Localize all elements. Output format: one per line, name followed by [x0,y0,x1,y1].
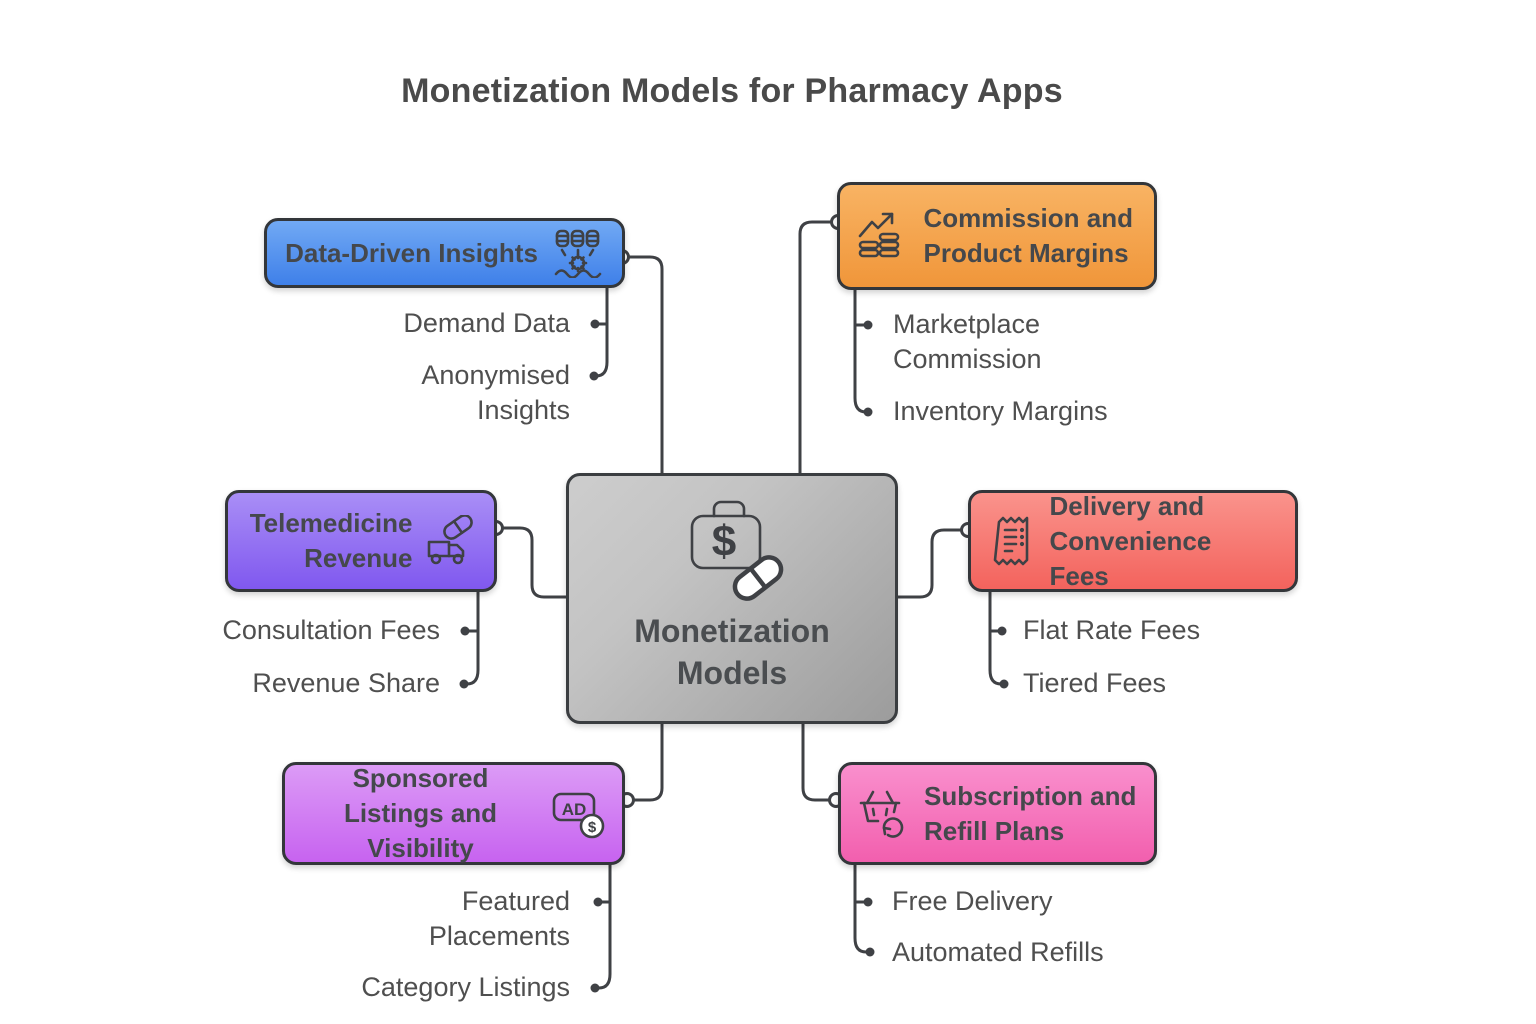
branch-node-sponsored-listings-visibility: Sponsored Listings and Visibility AD $ [282,762,625,865]
branch-node-data-driven-insights: Data-Driven Insights [264,218,625,288]
branch-label: Subscription and Refill Plans [924,780,1137,846]
growth-arrow-coins-icon [856,210,910,262]
database-gear-icon [552,228,604,278]
central-node-label: Monetization Models [634,613,830,691]
child-label-flat-rate-fees: Flat Rate Fees [1023,615,1201,645]
child-label-free-delivery: Free Delivery [892,886,1053,916]
child-label-automated-refills: Automated Refills [892,937,1104,967]
child-label-demand-data: Demand Data [403,308,570,338]
branch-label: Delivery and Convenience Fees [1049,490,1212,591]
child-label-anonymised-insights: Anonymised Insights [421,360,570,425]
branch-label: Telemedicine Revenue [249,508,413,573]
branch-node-telemedicine-revenue: Telemedicine Revenue [225,490,497,592]
connector-lines [466,220,1002,990]
branch-label: Sponsored Listings and Visibility [343,763,498,863]
branch-node-commission-product-margins: Commission and Product Margins [837,182,1157,290]
briefcase-dollar-pill-icon: $ [672,494,792,604]
svg-text:AD: AD [561,800,586,819]
svg-text:$: $ [587,819,596,836]
branch-end-dots [459,319,1009,993]
branch-node-subscription-refill-plans: Subscription and Refill Plans [838,762,1157,865]
child-label-inventory-margins: Inventory Margins [893,396,1108,426]
ad-badge-dollar-icon: AD $ [551,788,607,840]
branch-label: Data-Driven Insights [285,237,538,268]
central-node-monetization-models: $ Monetization Models [566,473,898,724]
page-title: Monetization Models for Pharmacy Apps [401,72,1063,110]
delivery-truck-pill-icon [425,515,475,567]
child-label-featured-placements: Featured Placements [428,886,570,951]
branch-label: Commission and Product Margins [923,203,1133,268]
svg-text:$: $ [712,517,736,566]
branch-node-delivery-convenience-fees: Delivery and Convenience Fees [968,490,1298,592]
child-label-marketplace-commission: Marketplace Commission [893,309,1042,374]
child-label-category-listings: Category Listings [361,972,570,1002]
child-label-revenue-share: Revenue Share [252,668,440,698]
receipt-icon [992,515,1034,567]
child-label-consultation-fees: Consultation Fees [222,615,440,645]
basket-refresh-icon [856,788,910,840]
child-label-tiered-fees: Tiered Fees [1023,668,1167,698]
